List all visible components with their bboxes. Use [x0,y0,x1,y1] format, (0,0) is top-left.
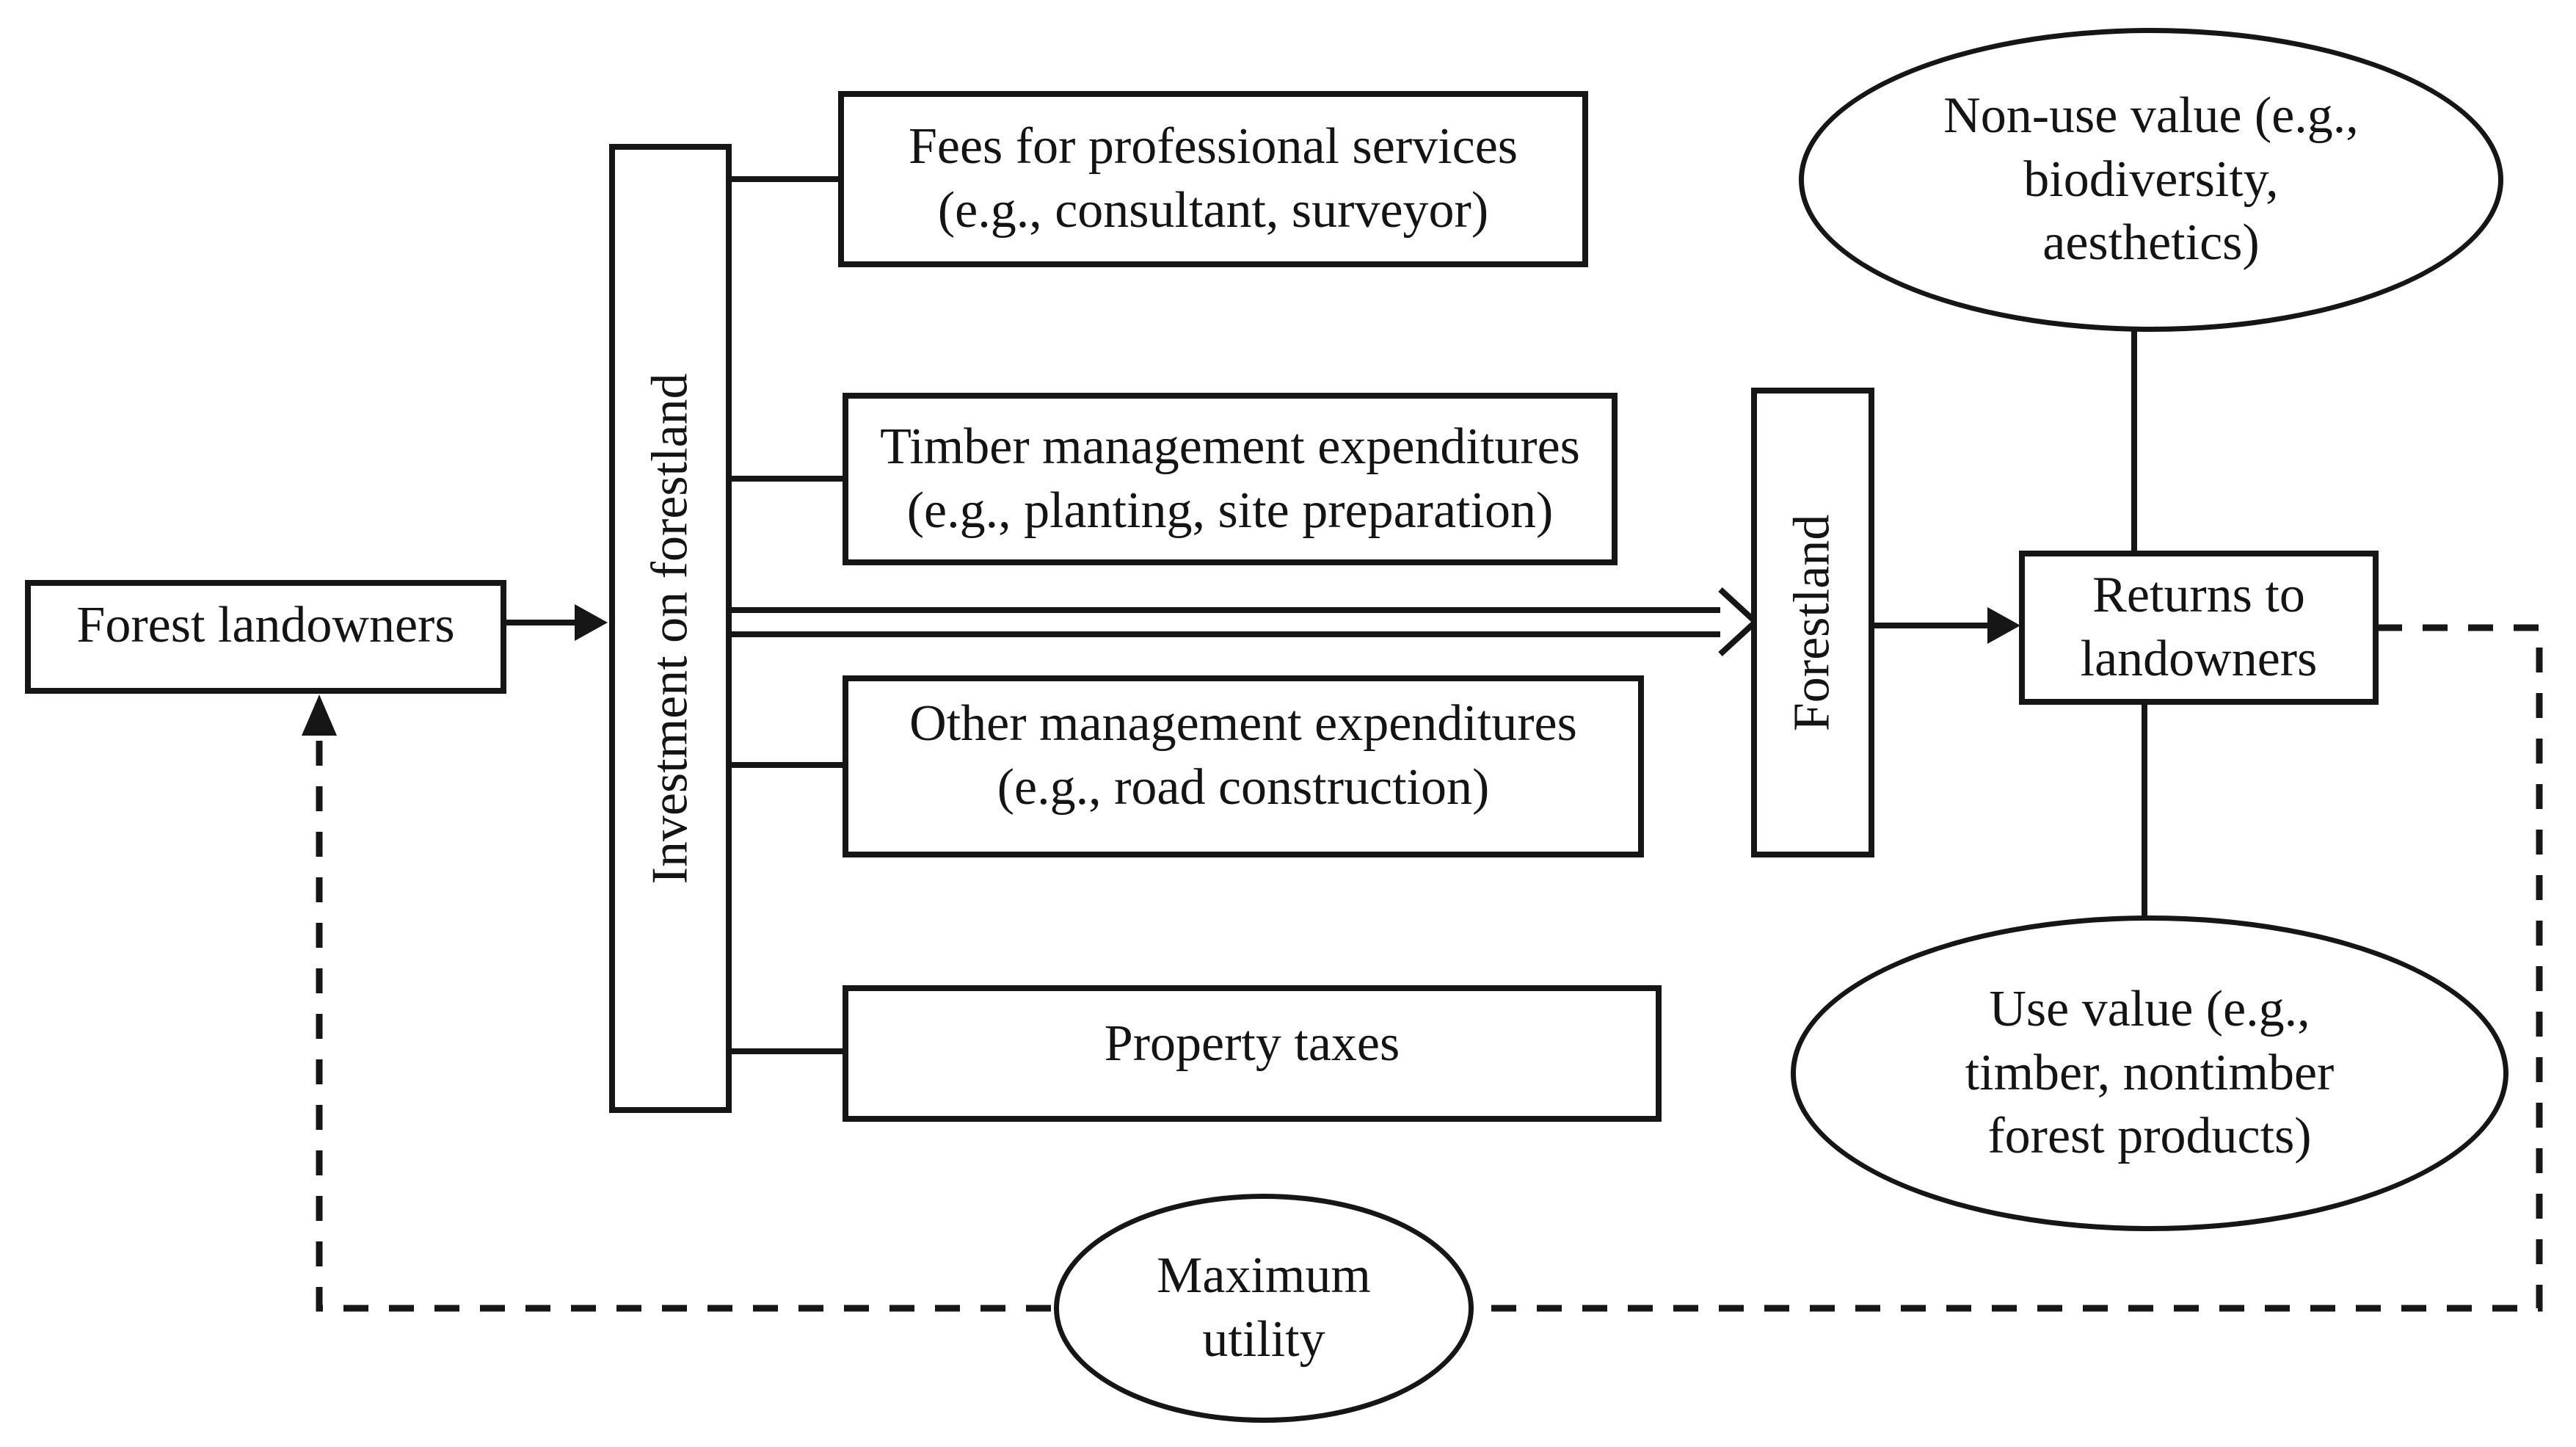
node-use-value-label: Use value (e.g., timber, nontimber fores… [1965,980,2335,1165]
node-investment-on-forestland: Investment on forestland [609,144,732,1113]
edge-maxutility-landowners-dashed [316,737,1051,1312]
node-other-management-expenditures: Other management expenditures (e.g., roa… [843,675,1644,857]
node-timber-management-expenditures: Timber management expenditures (e.g., pl… [843,393,1618,565]
node-forest-landowners: Forest landowners [25,580,506,694]
node-non-use-value-label: Non-use value (e.g., biodiversity, aesth… [1943,87,2359,272]
node-returns-to-landowners: Returns to landowners [2019,551,2379,705]
edge-landowners-investment-arrowhead [575,604,608,641]
node-forestland-label: Forestland [1783,514,1841,731]
node-timber-management-expenditures-label: Timber management expenditures (e.g., pl… [880,418,1580,539]
edge-maxutility-landowners-arrowhead [302,695,337,736]
node-fees-for-professional-services-label: Fees for professional services (e.g., co… [908,118,1518,239]
edge-returns-maxutility-dashed [1477,624,2543,1312]
node-returns-to-landowners-label: Returns to landowners [2080,567,2318,687]
node-property-taxes-label: Property taxes [1104,1015,1400,1072]
node-forestland: Forestland [1751,388,1874,857]
node-maximum-utility-label: Maximum utility [1157,1247,1371,1368]
node-investment-on-forestland-label: Investment on forestland [641,373,699,884]
node-use-value: Use value (e.g., timber, nontimber fores… [1791,915,2508,1231]
node-fees-for-professional-services: Fees for professional services (e.g., co… [838,91,1588,267]
edge-investment-forestland-open-arrowhead [1718,587,1760,656]
node-other-management-expenditures-label: Other management expenditures (e.g., roa… [909,695,1577,816]
node-property-taxes: Property taxes [843,985,1662,1122]
edge-forestland-returns-arrowhead [1987,607,2020,644]
node-forest-landowners-label: Forest landowners [76,597,455,654]
node-maximum-utility: Maximum utility [1054,1194,1474,1423]
node-non-use-value: Non-use value (e.g., biodiversity, aesth… [1799,28,2503,332]
